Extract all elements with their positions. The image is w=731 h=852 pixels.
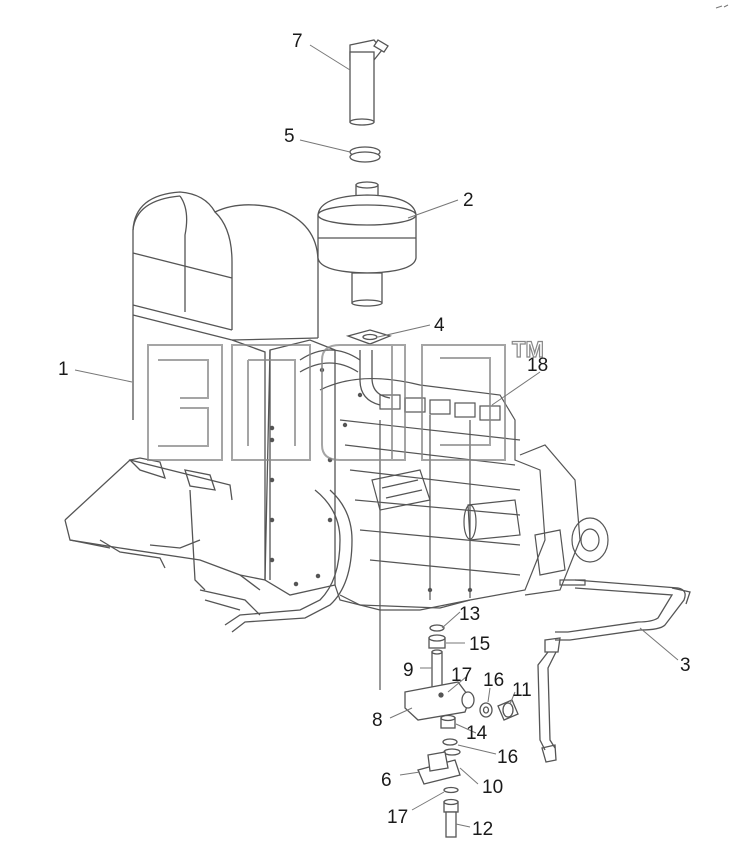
part-3-pipe [537, 579, 691, 763]
callout-10: 10 [482, 777, 503, 798]
callout-17-lower: 17 [387, 807, 408, 828]
engine-assembly [319, 367, 609, 690]
callout-8: 8 [372, 710, 383, 731]
leader-lines [74, 44, 679, 828]
callout-6: 6 [381, 770, 392, 791]
part-14-16-10-spacers [440, 714, 461, 756]
callout-18: 18 [527, 355, 548, 376]
part-1-radiator-cowl [64, 191, 319, 591]
callout-16-upper: 16 [483, 670, 504, 691]
watermark-logo [147, 344, 506, 461]
callout-7: 7 [292, 31, 303, 52]
part-18-coolant-pipes [199, 349, 391, 633]
callout-17-upper: 17 [451, 665, 472, 686]
part-5-clamp [349, 146, 381, 163]
corner-mark [715, 4, 729, 9]
callout-4: 4 [434, 315, 445, 336]
callout-16-lower: 16 [497, 747, 518, 768]
callout-15: 15 [469, 634, 490, 655]
part-8-mount-bracket [404, 681, 471, 721]
callout-13: 13 [459, 604, 480, 625]
callout-5: 5 [284, 126, 295, 147]
callout-11: 11 [512, 680, 532, 701]
part-17-12-bolt [443, 786, 459, 838]
callout-3: 3 [680, 655, 691, 676]
watermark-tm: TM [512, 337, 544, 362]
callout-12: 12 [472, 819, 493, 840]
part-4-gasket [345, 329, 392, 345]
part-2-air-cleaner [317, 181, 417, 307]
callout-2: 2 [463, 190, 474, 211]
callout-14: 14 [466, 723, 488, 744]
part-6-lower-bracket [417, 751, 461, 785]
part-9-13-15-bolt-stack [428, 624, 446, 693]
part-16-11-bushings [461, 691, 519, 721]
callout-1: 1 [58, 359, 69, 380]
callout-9: 9 [403, 660, 414, 681]
part-7-intake-pipe [349, 39, 389, 126]
